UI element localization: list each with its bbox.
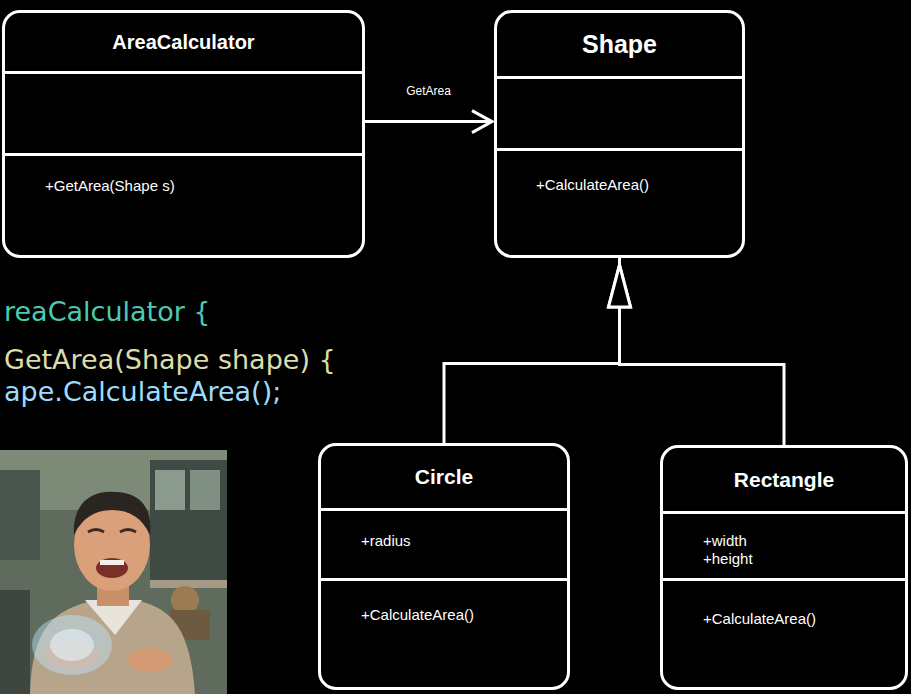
class-header: Rectangle	[663, 448, 905, 511]
class-name: Shape	[582, 30, 657, 59]
class-box: Circle +radius +CalculateArea()	[318, 443, 570, 690]
class-method: +CalculateArea()	[703, 610, 816, 628]
class-compartment	[5, 71, 362, 153]
class-header: AreaCalculator	[5, 13, 362, 71]
class-method: +CalculateArea()	[536, 176, 649, 194]
class-name: Rectangle	[734, 468, 834, 492]
class-compartment	[497, 76, 742, 148]
connector	[609, 258, 785, 445]
class-method: +GetArea(Shape s)	[45, 177, 175, 195]
connector	[365, 111, 492, 133]
code-line: ape.CalculateArea();	[4, 376, 281, 408]
class-compartment: +CalculateArea()	[321, 578, 567, 687]
edge-label: GetArea	[404, 84, 453, 98]
class-compartment: +GetArea(Shape s)	[5, 153, 362, 255]
class-attribute: +radius	[361, 532, 411, 550]
class-name: AreaCalculator	[112, 31, 254, 54]
connector	[444, 258, 631, 443]
class-method: +CalculateArea()	[361, 606, 474, 624]
class-header: Shape	[497, 13, 742, 76]
class-compartment: +width +height	[663, 511, 905, 578]
code-line: reaCalculator {	[4, 296, 211, 328]
meme-photo	[0, 450, 227, 694]
class-attribute: +width +height	[703, 532, 765, 568]
code-line: GetArea(Shape shape) {	[4, 344, 336, 376]
class-box: Shape +CalculateArea()	[494, 10, 745, 258]
class-box: Rectangle +width +height +CalculateArea()	[660, 445, 908, 690]
class-name: Circle	[415, 465, 473, 489]
class-header: Circle	[321, 446, 567, 508]
class-box: AreaCalculator +GetArea(Shape s)	[2, 10, 365, 258]
class-compartment: +CalculateArea()	[663, 578, 905, 687]
class-compartment: +radius	[321, 508, 567, 578]
class-compartment: +CalculateArea()	[497, 148, 742, 255]
